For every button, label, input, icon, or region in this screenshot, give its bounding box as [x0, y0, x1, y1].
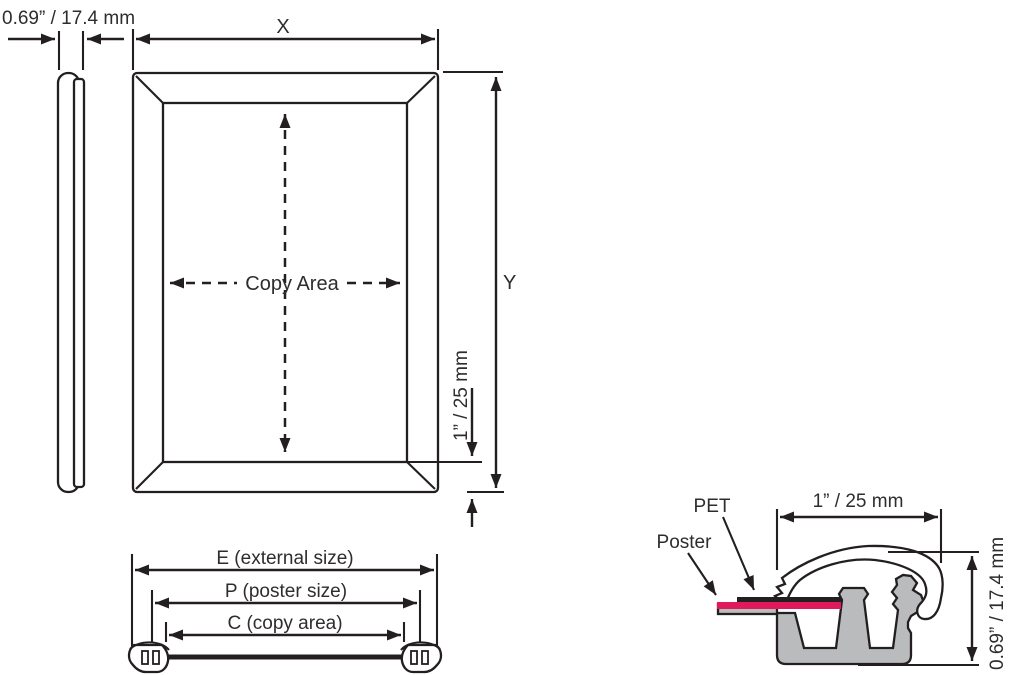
border-dimension-label: 1” / 25 mm	[451, 350, 472, 441]
poster-strip	[717, 602, 841, 609]
frame-edge-clip-left	[127, 641, 170, 674]
pet-strip	[737, 597, 841, 603]
copy-area-size-label: C (copy area)	[227, 613, 342, 634]
poster-size-label: P (poster size)	[225, 581, 347, 602]
snap-cover-flap	[772, 544, 944, 621]
side-profile-back-panel	[72, 77, 86, 489]
copy-area-label: Copy Area	[245, 273, 339, 295]
thickness-dimension-label: 0.69” / 17.4 mm	[2, 8, 135, 29]
external-size-label: E (external size)	[216, 548, 353, 569]
miter-top-left	[135, 75, 165, 105]
section-dimension-view: E (external size) P (poster size) C (cop…	[127, 548, 443, 674]
side-profile-view: 0.69” / 17.4 mm	[2, 8, 135, 494]
profile-detail-view: PET Poster 1” / 25 mm 0.69” / 17.4 mm	[657, 491, 1008, 670]
y-dimension-label: Y	[503, 272, 516, 294]
x-dimension-label: X	[276, 16, 289, 38]
pet-leader-arrow	[722, 516, 755, 591]
depth-dimension-label: 0.69” / 17.4 mm	[987, 537, 1008, 670]
pet-label: PET	[694, 496, 731, 517]
miter-bottom-right	[405, 460, 436, 490]
miter-top-right	[405, 75, 436, 105]
miter-bottom-left	[135, 460, 165, 490]
frame-edge-clip-right	[399, 641, 443, 674]
clip-prong	[152, 650, 160, 665]
face-width-label: 1” / 25 mm	[813, 491, 904, 512]
poster-leader-arrow	[687, 552, 717, 596]
front-view: Copy Area X Y 1” / 25 mm	[131, 16, 516, 527]
poster-label: Poster	[657, 532, 713, 553]
clip-prong	[141, 650, 149, 665]
clip-cover-arc	[129, 641, 170, 651]
extrusion-tray	[775, 573, 926, 666]
